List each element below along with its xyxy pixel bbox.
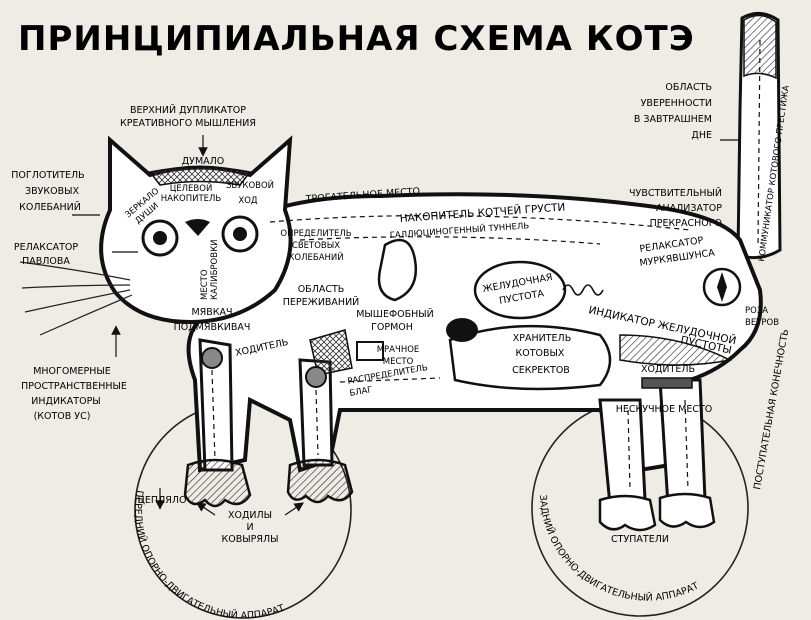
label-light-1: ОПРЕДЕЛИТЕЛЬ [280,229,351,239]
front-paw-left [183,458,252,508]
label-indicators-1: МНОГОМЕРНЫЕ [33,366,111,377]
front-joint-left [201,347,223,369]
brain-hatch [148,166,252,186]
label-food-storage-1: ЦЕЛЕВОЙ [170,182,213,194]
label-walkers-2: И [246,522,253,533]
label-mouse-1: МЫШЕФОБНЫЙ [356,308,434,320]
label-relaxator-1: РЕЛАКСАТОР [14,242,79,253]
label-rose-2: ВЕТРОВ [745,318,779,328]
pupil-left [153,231,167,245]
label-boring: НЕСКУЧНОЕ МЕСТО [616,404,713,415]
label-indicators-3: ИНДИКАТОРЫ [31,396,100,407]
tail-tip-hatch [743,14,777,80]
label-indicators-2: ПРОСТРАНСТВЕННЫЕ [21,381,127,392]
label-indicators-4: (КОТОВ УС) [34,411,91,422]
label-food-storage-2: НАКОПИТЕЛЬ [161,194,222,204]
label-sound-2: ХОД [238,196,258,206]
mouse-hormone-organ [446,318,478,342]
label-tasty-2: МЕСТО [383,357,414,367]
tasty-organ [356,341,384,361]
rear-walker-bar [641,377,693,389]
label-secrets-1: ХРАНИТЕЛЬ [513,333,571,344]
label-grabber: ЦЕПЛЯЛО [138,495,187,506]
secrets-organ [448,324,612,391]
label-worries-1: ОБЛАСТЬ [298,284,345,295]
label-worries-2: ПЕРЕЖИВАНИЙ [283,296,360,308]
label-walkers-3: КОВЫРЯЛЫ [222,534,279,545]
label-beauty-1: ЧУВСТВИТЕЛЬНЫЙ [629,187,722,199]
nerve-lines [211,39,761,491]
label-cuteness-1: МЕСТО [200,269,210,300]
label-light-2: СВЕТОВЫХ [292,241,340,251]
label-walker-rear: ХОДИТЕЛЬ [641,364,695,375]
label-top-duplicator-1: ВЕРХНИЙ ДУПЛИКАТОР [130,104,246,116]
label-confidence-4: ДНЕ [691,130,712,141]
label-absorber-2: ЗВУКОВЫХ [25,186,80,197]
label-rear-limb: ПОСТУПАТЕЛЬНАЯ КОНЕЧНОСТЬ [752,328,791,490]
label-rose-1: РОЗА [745,306,768,316]
rear-paw-right [658,492,716,529]
label-secrets-3: СЕКРЕКТОВ [512,365,570,376]
label-steppers: СТУПАТЕЛИ [611,534,669,545]
label-top-duplicator-2: КРЕАТИВНОГО МЫШЛЕНИЯ [120,118,256,129]
label-mouse-2: ГОРМОН [371,322,413,333]
label-confidence-1: ОБЛАСТЬ [665,82,712,93]
label-confidence-3: В ЗАВТРАШНЕМ [634,114,712,125]
whiskers [19,261,133,336]
pointer-arrows [72,135,740,516]
front-paw-right [286,458,354,504]
label-sound-1: ЗВУКОВОЙ [226,179,274,191]
diagram-title: ПРИНЦИПИАЛЬНАЯ СХЕМА КОТЭ [18,19,695,59]
front-joint-right [305,366,327,388]
label-cuteness-2: КАЛИБРОВКИ [210,240,220,300]
label-light-3: КОЛЕБАНИЙ [288,251,343,263]
stomach-indicator-organ [619,334,733,366]
label-absorber-3: КОЛЕБАНИЙ [19,201,81,213]
label-myavkach: МЯВКАЧ [191,307,232,318]
label-relaxator-2: ПАВЛОВА [22,256,70,267]
label-podmyavkach: ПОДМЯВКИВАЧ [174,322,251,333]
label-walkers-1: ХОДИЛЫ [228,510,272,521]
label-beauty-2: АНАЛИЗАТОР [656,203,722,214]
label-distributor-2: БЛАГ [349,385,374,399]
tunnel-organ [377,238,418,302]
nose [185,219,210,236]
label-beauty-3: ПРЕКРАСНОГО [650,218,722,229]
label-absorber-1: ПОГЛОТИТЕЛЬ [11,170,84,181]
rear-leg-left [598,398,647,507]
label-tasty-1: МРАЧНОЕ [377,345,420,355]
pupil-right [233,227,247,241]
wind-rose-needle [717,272,727,302]
rear-paw-left [598,494,657,532]
label-confidence-2: УВЕРЕННОСТИ [641,98,712,109]
worries-organ [309,329,353,376]
label-secrets-2: КОТОВЫХ [516,348,565,359]
spring-coil [562,284,604,296]
label-dumalo: ДУМАЛО [182,156,225,167]
rear-leg-right [658,378,707,507]
stomach-void-organ [473,260,567,320]
